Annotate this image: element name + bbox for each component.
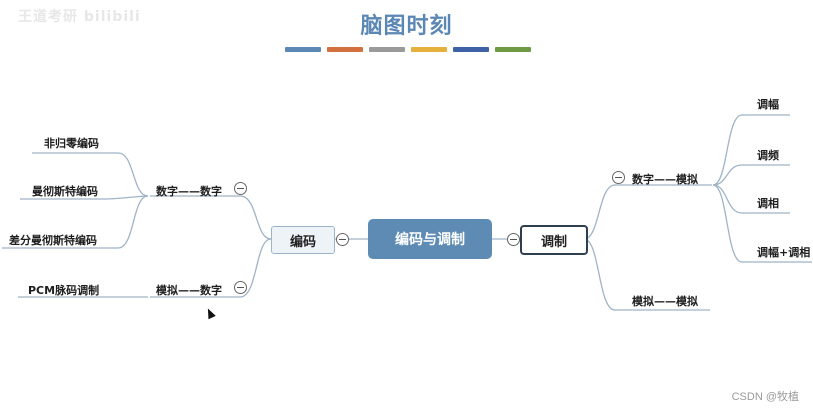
digital-to-analog-node[interactable]: 数字——模拟 <box>632 173 698 186</box>
swatch-1 <box>285 47 321 52</box>
edge-da-3 <box>712 184 790 214</box>
title-color-swatches <box>285 47 531 52</box>
swatch-3 <box>369 47 405 52</box>
edge-encoding-digital <box>150 195 272 240</box>
modulation-node[interactable]: 调制 <box>520 225 588 255</box>
encoding-node[interactable]: 编码 <box>271 226 335 254</box>
leaf-am[interactable]: 调幅 <box>757 98 779 111</box>
digital-to-digital-node[interactable]: 数字——数字 <box>156 185 222 198</box>
edge-da-1 <box>712 114 790 186</box>
leaf-nrz-encoding[interactable]: 非归零编码 <box>44 137 99 150</box>
analog-to-analog-node[interactable]: 模拟——模拟 <box>632 295 698 308</box>
watermark-bottom-right: CSDN @牧植 <box>731 391 799 403</box>
edge-dd-3 <box>2 195 149 249</box>
edge-modulation-digital <box>583 184 712 240</box>
leaf-am-pm[interactable]: 调幅+调相 <box>757 246 811 259</box>
swatch-6 <box>495 47 531 52</box>
leaf-fm[interactable]: 调频 <box>757 149 779 162</box>
leaf-manchester-encoding[interactable]: 曼彻斯特编码 <box>32 185 98 198</box>
edge-da-4 <box>712 184 812 263</box>
edge-dd-1 <box>32 152 149 197</box>
edge-encoding-analog <box>150 238 272 298</box>
leaf-diff-manchester-encoding[interactable]: 差分曼彻斯特编码 <box>9 234 97 247</box>
watermark-top-left: 王道考研 bilibili <box>18 9 141 25</box>
collapse-icon-digital-analog[interactable] <box>612 171 625 184</box>
swatch-4 <box>411 47 447 52</box>
central-node[interactable]: 编码与调制 <box>368 219 492 259</box>
collapse-icon-left[interactable] <box>336 233 349 246</box>
analog-to-digital-node[interactable]: 模拟——数字 <box>156 284 222 297</box>
swatch-5 <box>453 47 489 52</box>
page-title: 脑图时刻 <box>360 14 453 39</box>
edge-dd-2 <box>20 195 149 200</box>
edge-modulation-analog <box>583 238 710 311</box>
collapse-icon-right[interactable] <box>507 233 520 246</box>
leaf-pm[interactable]: 调相 <box>757 197 779 210</box>
collapse-icon-analog-digital[interactable] <box>234 281 247 294</box>
leaf-pcm[interactable]: PCM脉码调制 <box>28 284 100 297</box>
collapse-icon-digital-digital[interactable] <box>234 182 247 195</box>
edge-da-2 <box>712 164 790 186</box>
swatch-2 <box>327 47 363 52</box>
